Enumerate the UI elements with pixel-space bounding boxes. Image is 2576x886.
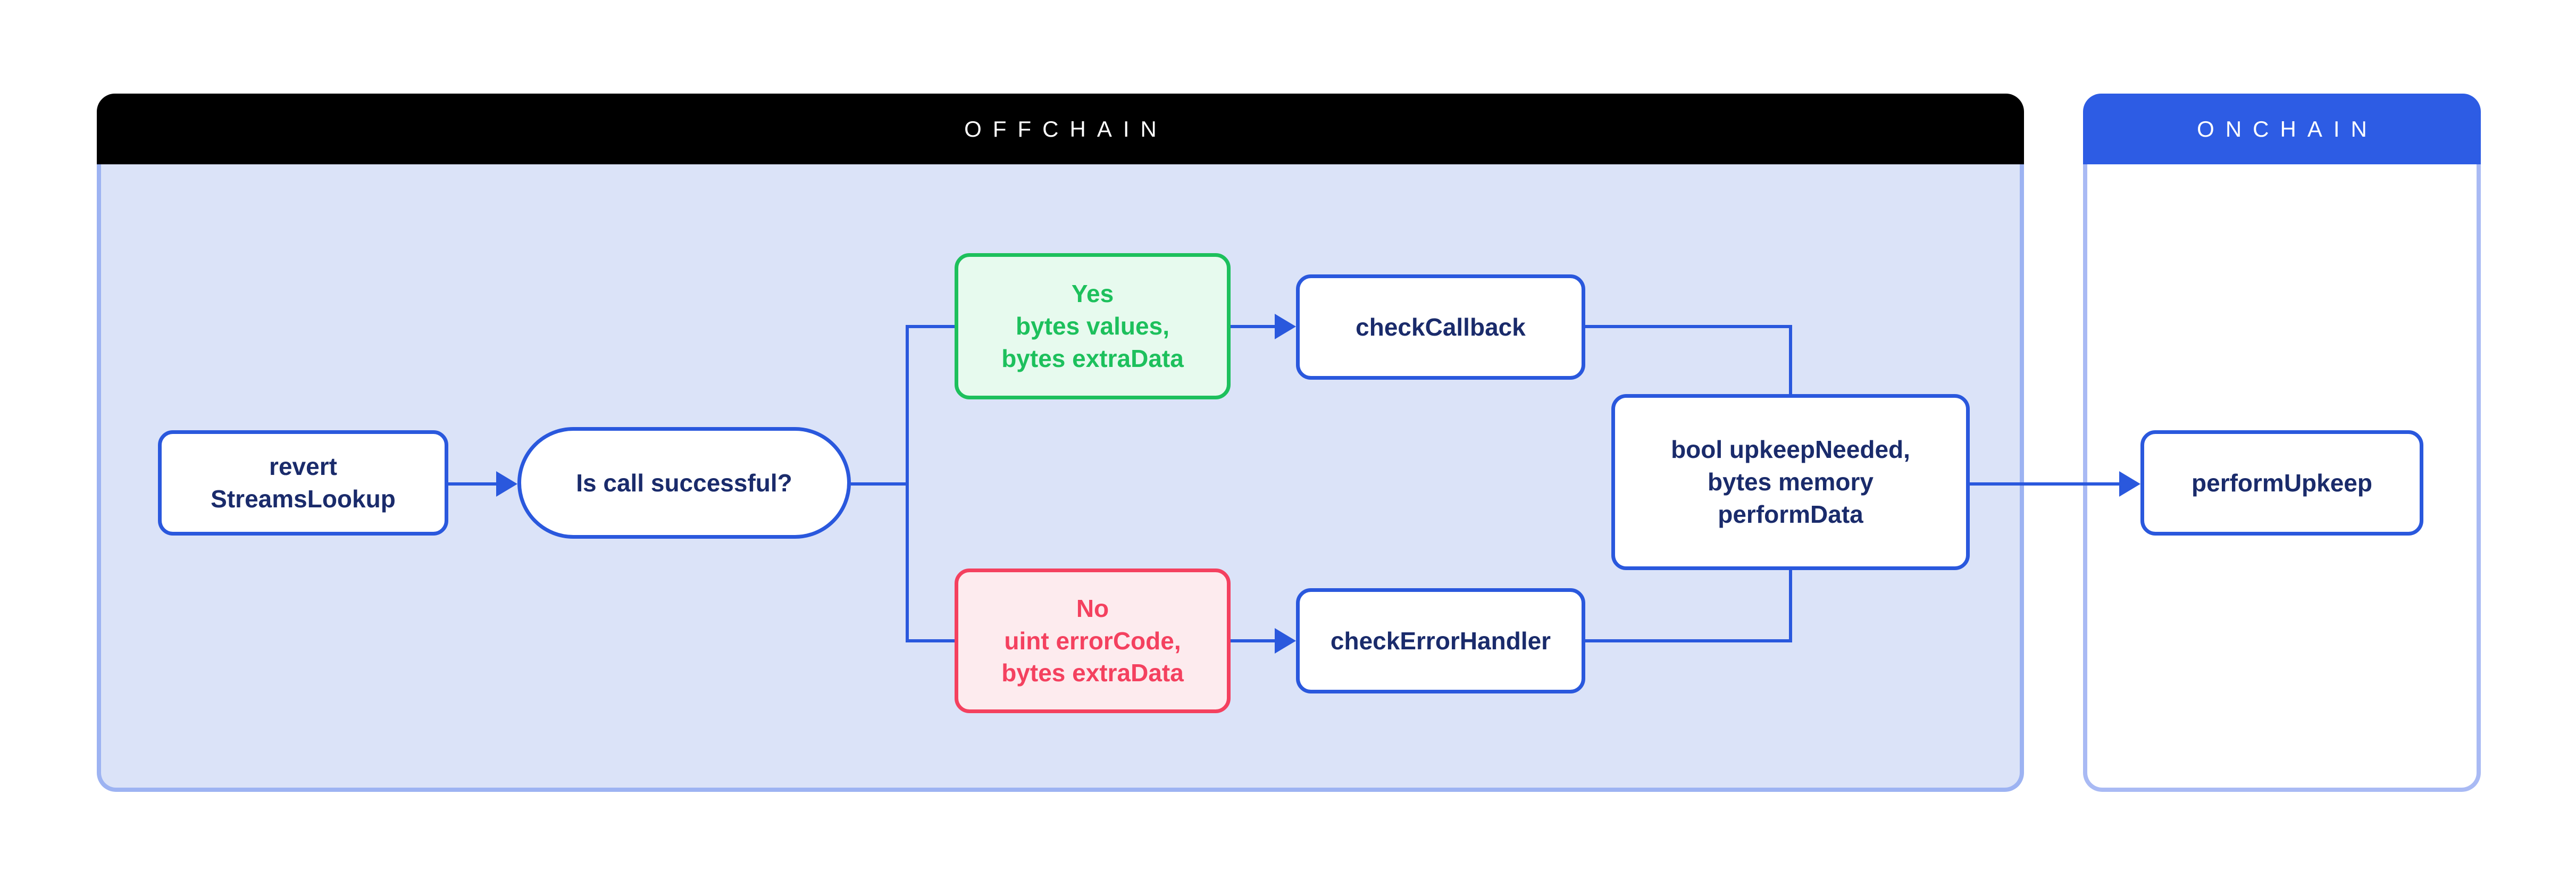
connector-branch-to-no bbox=[909, 639, 955, 642]
arrowhead-icon bbox=[2119, 471, 2140, 497]
offchain-header: OFFCHAIN bbox=[97, 94, 2024, 164]
connector-checkerrorhandler-up bbox=[1789, 570, 1792, 642]
connector-checkcallback-horizontal bbox=[1585, 325, 1792, 328]
connector-checkcallback-down bbox=[1789, 325, 1792, 394]
node-checkerrorhandler: checkErrorHandler bbox=[1296, 588, 1585, 693]
connector-branch-to-yes bbox=[909, 325, 955, 328]
arrowhead-icon bbox=[1275, 314, 1296, 339]
connector-result-to-performupkeep bbox=[1970, 482, 2121, 486]
arrowhead-icon bbox=[496, 471, 517, 497]
node-performupkeep: performUpkeep bbox=[2140, 430, 2423, 536]
node-no-branch: No uint errorCode, bytes extraData bbox=[955, 569, 1231, 713]
connector-yes-to-checkcallback bbox=[1231, 325, 1276, 328]
node-upkeepneeded-performdata: bool upkeepNeeded, bytes memory performD… bbox=[1611, 394, 1970, 570]
connector-checkerrorhandler-horizontal bbox=[1585, 639, 1792, 642]
node-checkcallback: checkCallback bbox=[1296, 274, 1585, 380]
connector-decision-to-branch bbox=[851, 482, 909, 486]
onchain-header: ONCHAIN bbox=[2083, 94, 2481, 164]
node-is-call-successful: Is call successful? bbox=[517, 427, 851, 539]
node-revert-streamslookup: revert StreamsLookup bbox=[158, 430, 448, 536]
connector-no-to-checkerrorhandler bbox=[1231, 639, 1276, 642]
arrowhead-icon bbox=[1275, 628, 1296, 654]
connector-branch-vertical bbox=[906, 325, 909, 642]
node-yes-branch: Yes bytes values, bytes extraData bbox=[955, 253, 1231, 399]
connector-revert-to-decision bbox=[448, 482, 499, 486]
